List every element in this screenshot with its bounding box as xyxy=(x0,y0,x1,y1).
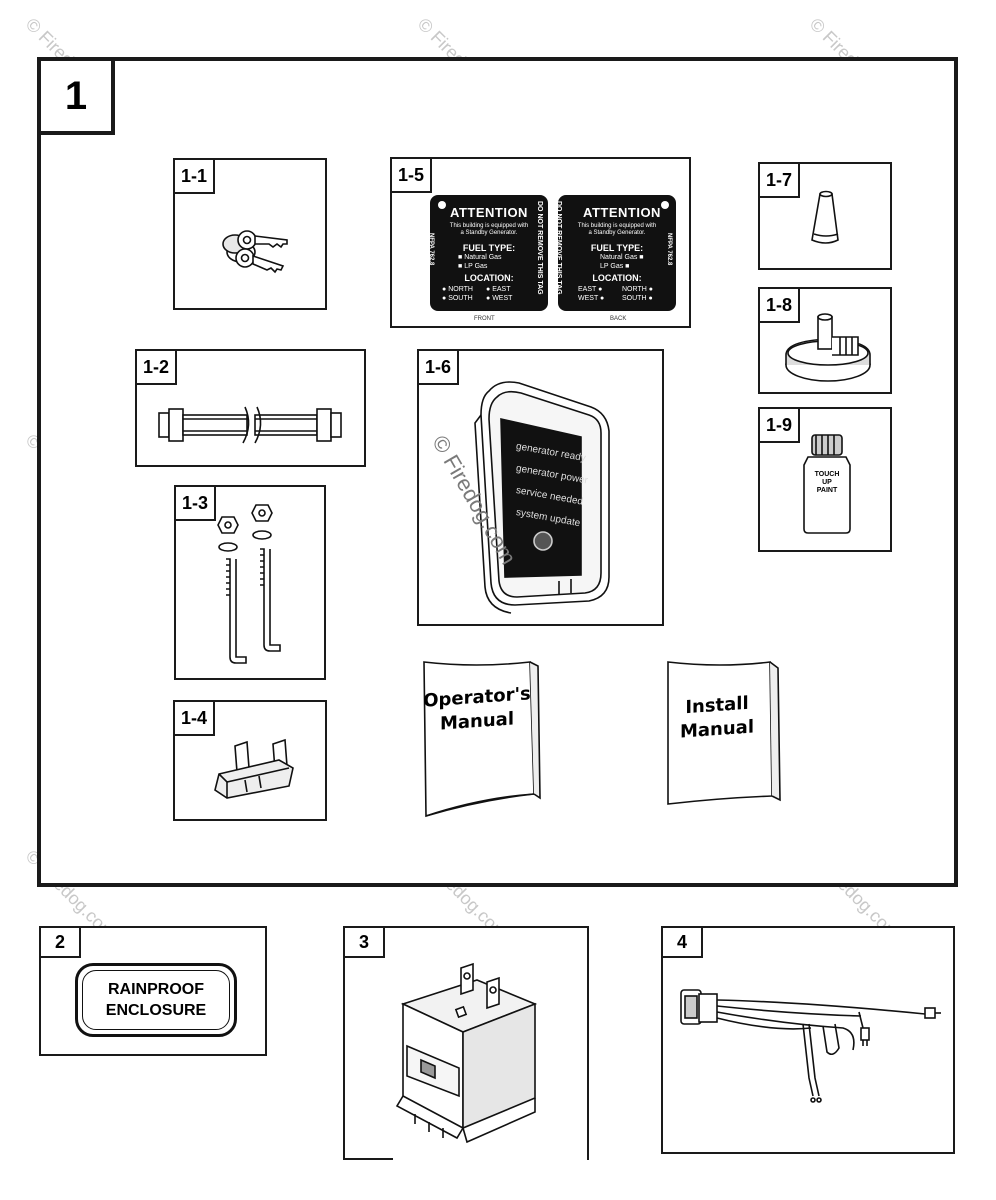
item-label: 1-4 xyxy=(175,702,215,736)
wire-harness-icon xyxy=(680,989,941,1103)
item-label: 1-7 xyxy=(760,164,800,198)
fuse-icon xyxy=(214,738,294,799)
item-label: 1-1 xyxy=(175,160,215,194)
location-option: ● EAST xyxy=(486,286,511,293)
item-keys[interactable]: 1-1 xyxy=(173,158,327,310)
relay-panel[interactable]: 3 xyxy=(343,926,589,1160)
cap-icon xyxy=(811,190,839,244)
valve-icon xyxy=(785,313,871,382)
panel-label: 3 xyxy=(345,928,385,958)
tag-title: ATTENTION xyxy=(583,205,661,220)
tag-side-warning: DO NOT REMOVE THIS TAG xyxy=(536,201,543,295)
location-option: ● NORTH xyxy=(442,286,473,293)
tag-caption: FRONT xyxy=(474,316,495,322)
fuel-option: ■ Natural Gas xyxy=(458,254,502,261)
remote-monitor-icon xyxy=(474,381,610,614)
relay-icon xyxy=(395,962,538,1144)
fuel-heading: FUEL TYPE: xyxy=(462,243,516,253)
tag-side-warning: DO NOT REMOVE THIS TAG xyxy=(555,201,562,295)
tag-caption: BACK xyxy=(610,316,627,322)
item-label: 1-5 xyxy=(392,159,432,193)
tag-back-card: ATTENTION This building is equipped with… xyxy=(555,195,676,311)
panel-label: 2 xyxy=(41,928,81,958)
item-hose[interactable]: 1-2 xyxy=(135,349,366,467)
item-label: 1-2 xyxy=(137,351,177,385)
tag-front-card: ATTENTION This building is equipped with… xyxy=(428,195,548,311)
item-paint[interactable]: 1-9 TOUCH UP PAINT xyxy=(758,407,892,552)
tag-notice: This building is equipped with a Standby… xyxy=(449,223,529,236)
fuel-option: LP Gas ■ xyxy=(600,263,630,270)
rainproof-badge: RAINPROOF ENCLOSURE xyxy=(75,963,237,1037)
fuel-heading: FUEL TYPE: xyxy=(590,243,644,253)
operators-manual-icon xyxy=(423,661,541,818)
paint-bottle-icon xyxy=(803,434,851,534)
harness-panel[interactable]: 4 xyxy=(661,926,955,1154)
keys-icon xyxy=(222,230,288,274)
location-option: WEST ● xyxy=(578,295,605,302)
hole-icon xyxy=(438,201,446,209)
item-label: 1-3 xyxy=(176,487,216,521)
item-remote[interactable]: 1-6 generator ready generator power serv… xyxy=(417,349,664,626)
paint-label-text: TOUCH xyxy=(814,471,840,478)
location-option: EAST ● xyxy=(578,286,603,293)
location-heading: LOCATION: xyxy=(592,273,642,283)
location-option: NORTH ● xyxy=(622,286,653,293)
enclosure-panel[interactable]: 2 RAINPROOF ENCLOSURE xyxy=(39,926,267,1056)
tag-title: ATTENTION xyxy=(450,205,528,220)
item-cap[interactable]: 1-7 xyxy=(758,162,892,270)
tag-side-code: NFPA 762.8 xyxy=(666,233,672,266)
fuel-option: ■ LP Gas xyxy=(458,263,488,270)
fuel-option: Natural Gas ■ xyxy=(600,254,644,261)
item-tag[interactable]: 1-5 ATTENTION This building is equipped … xyxy=(390,157,691,328)
item-label: 1-9 xyxy=(760,409,800,443)
enclosure-text: ENCLOSURE xyxy=(105,1002,207,1019)
relay-panel-baseline xyxy=(343,1158,393,1160)
hose-icon xyxy=(158,406,342,444)
bolts-icon xyxy=(217,504,281,664)
location-option: ● SOUTH xyxy=(442,295,473,302)
item-fuse[interactable]: 1-4 xyxy=(173,700,327,821)
tag-notice: This building is equipped with a Standby… xyxy=(577,223,657,236)
item-bolts[interactable]: 1-3 xyxy=(174,485,326,680)
item-label: 1-8 xyxy=(760,289,800,323)
enclosure-text: RAINPROOF xyxy=(107,981,204,998)
panel-label: 4 xyxy=(663,928,703,958)
kit-panel-label: 1 xyxy=(41,61,115,135)
location-option: ● WEST xyxy=(486,295,513,302)
install-manual-icon xyxy=(667,661,781,805)
tag-side-code: NFPA 762.8 xyxy=(428,233,434,266)
location-heading: LOCATION: xyxy=(464,273,514,283)
hole-icon xyxy=(661,201,669,209)
paint-label-text: PAINT xyxy=(816,487,838,494)
location-option: SOUTH ● xyxy=(622,295,653,302)
item-label: 1-6 xyxy=(419,351,459,385)
item-valve[interactable]: 1-8 xyxy=(758,287,892,394)
paint-label-text: UP xyxy=(822,479,832,486)
